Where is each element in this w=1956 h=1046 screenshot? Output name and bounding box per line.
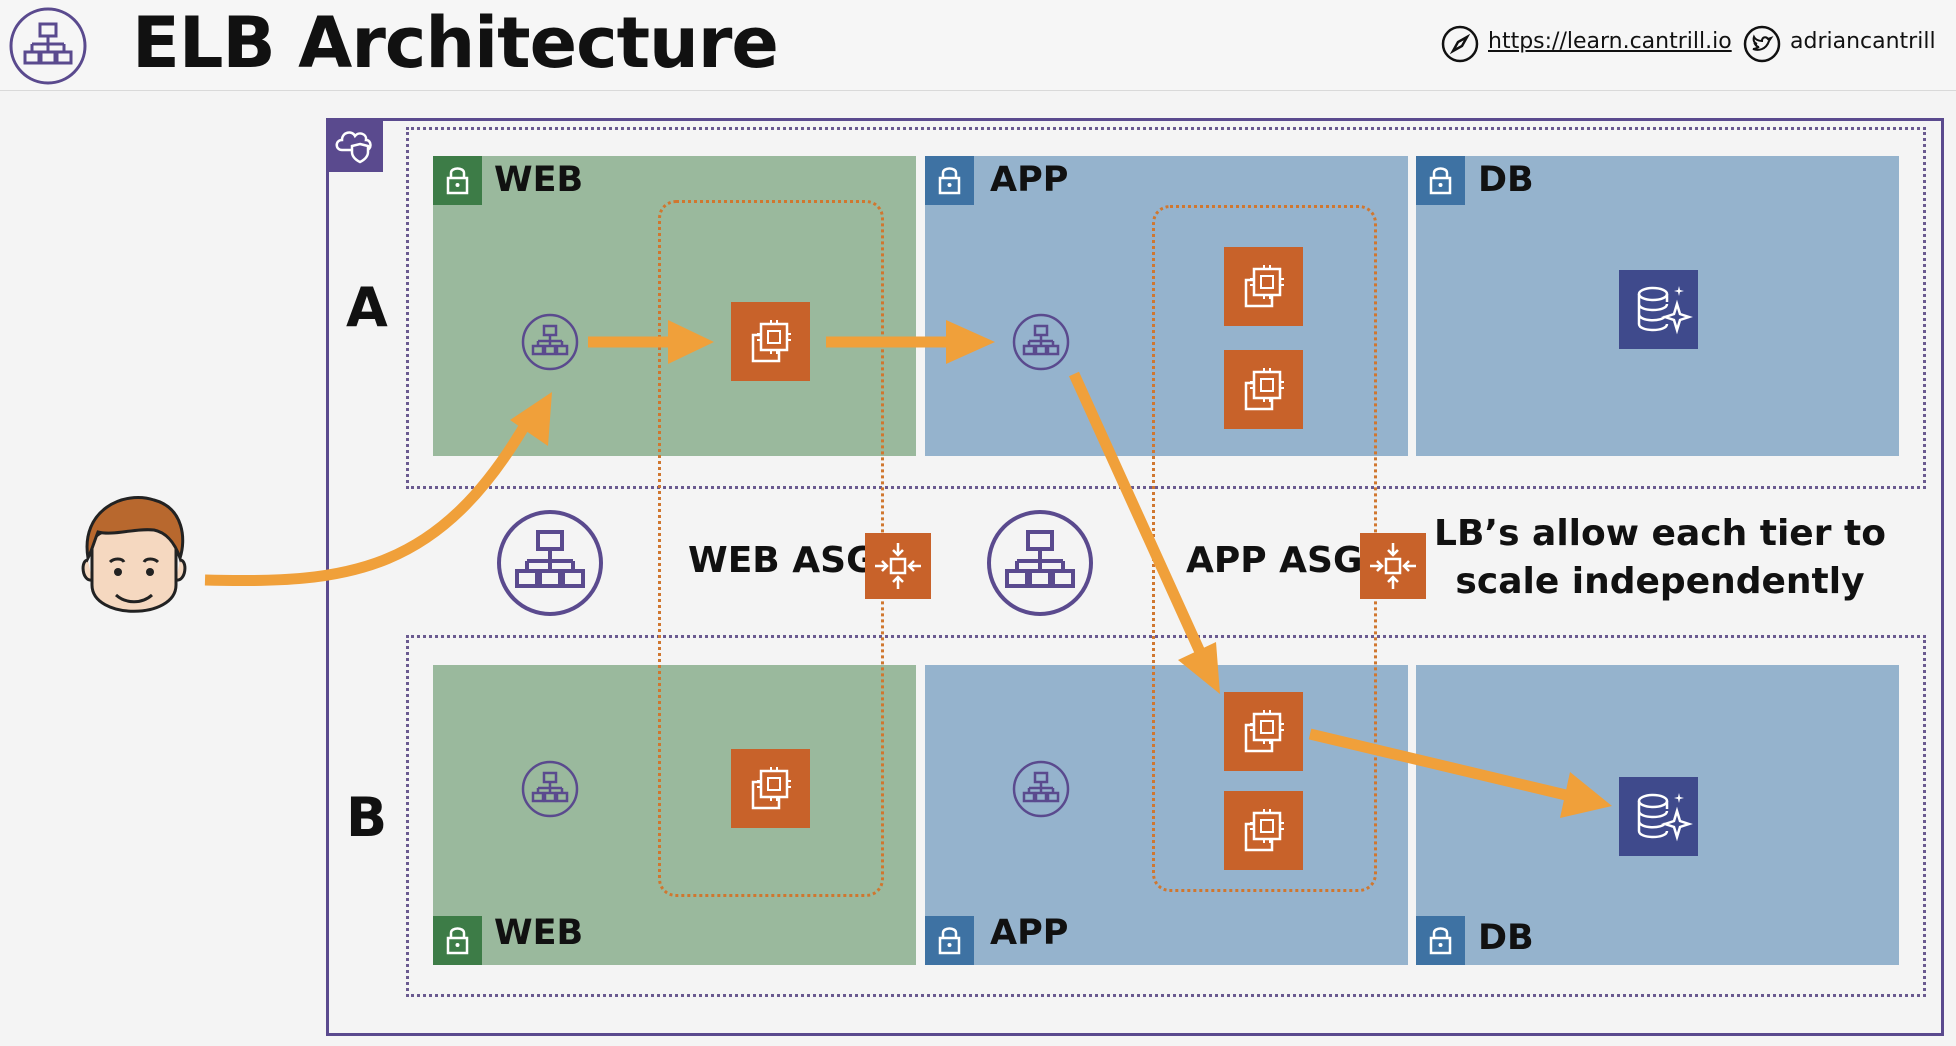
app-subnet-a-label: APP bbox=[990, 160, 1069, 200]
load-balancer-icon bbox=[520, 312, 580, 372]
app-subnet-b-label: APP bbox=[990, 913, 1069, 953]
lock-icon bbox=[1416, 916, 1465, 965]
app-asg-label: APP ASG bbox=[1186, 540, 1363, 581]
auto-scaling-icon bbox=[1360, 533, 1426, 599]
az-a-label: A bbox=[346, 276, 388, 339]
course-link[interactable]: https://learn.cantrill.io bbox=[1488, 29, 1732, 54]
ec2-instance-icon bbox=[1224, 350, 1303, 429]
ec2-instance-icon bbox=[1224, 692, 1303, 771]
scaling-note-line-1: LB’s allow each tier to bbox=[1434, 513, 1886, 554]
lock-icon bbox=[925, 916, 974, 965]
ec2-instance-icon bbox=[731, 749, 810, 828]
db-subnet-a-label: DB bbox=[1478, 160, 1534, 200]
web-subnet-b-label: WEB bbox=[494, 913, 584, 953]
database-icon bbox=[1619, 270, 1698, 349]
ec2-instance-icon bbox=[731, 302, 810, 381]
lock-icon bbox=[433, 916, 482, 965]
lock-icon bbox=[1416, 156, 1465, 205]
az-b-label: B bbox=[346, 786, 388, 849]
database-icon bbox=[1619, 777, 1698, 856]
web-subnet-b bbox=[433, 665, 916, 965]
user-avatar bbox=[74, 490, 194, 635]
page-title: ELB Architecture bbox=[132, 2, 779, 84]
vpc-cloud-icon bbox=[326, 118, 383, 172]
load-balancer-icon bbox=[8, 6, 88, 86]
scaling-note-line-2: scale independently bbox=[1455, 561, 1865, 602]
ec2-instance-icon bbox=[1224, 247, 1303, 326]
web-asg-label: WEB ASG bbox=[688, 540, 876, 581]
twitter-handle: adriancantrill bbox=[1790, 29, 1936, 54]
load-balancer-icon bbox=[520, 759, 580, 819]
app-load-balancer-icon bbox=[985, 508, 1095, 618]
app-subnet-b bbox=[925, 665, 1408, 965]
header: ELB Architecture https://learn.cantrill.… bbox=[0, 0, 1956, 91]
lock-icon bbox=[925, 156, 974, 205]
web-load-balancer-icon bbox=[495, 508, 605, 618]
ec2-instance-icon bbox=[1224, 791, 1303, 870]
web-subnet-a-label: WEB bbox=[494, 160, 584, 200]
lock-icon bbox=[433, 156, 482, 205]
db-subnet-b-label: DB bbox=[1478, 918, 1534, 958]
scaling-note: LB’s allow each tier to scale independen… bbox=[1420, 510, 1900, 606]
load-balancer-icon bbox=[1011, 312, 1071, 372]
auto-scaling-icon bbox=[865, 533, 931, 599]
availability-zone-a bbox=[406, 127, 1926, 489]
load-balancer-icon bbox=[1011, 759, 1071, 819]
availability-zone-b bbox=[406, 635, 1926, 997]
twitter-icon bbox=[1742, 24, 1782, 64]
compass-icon bbox=[1440, 24, 1480, 64]
